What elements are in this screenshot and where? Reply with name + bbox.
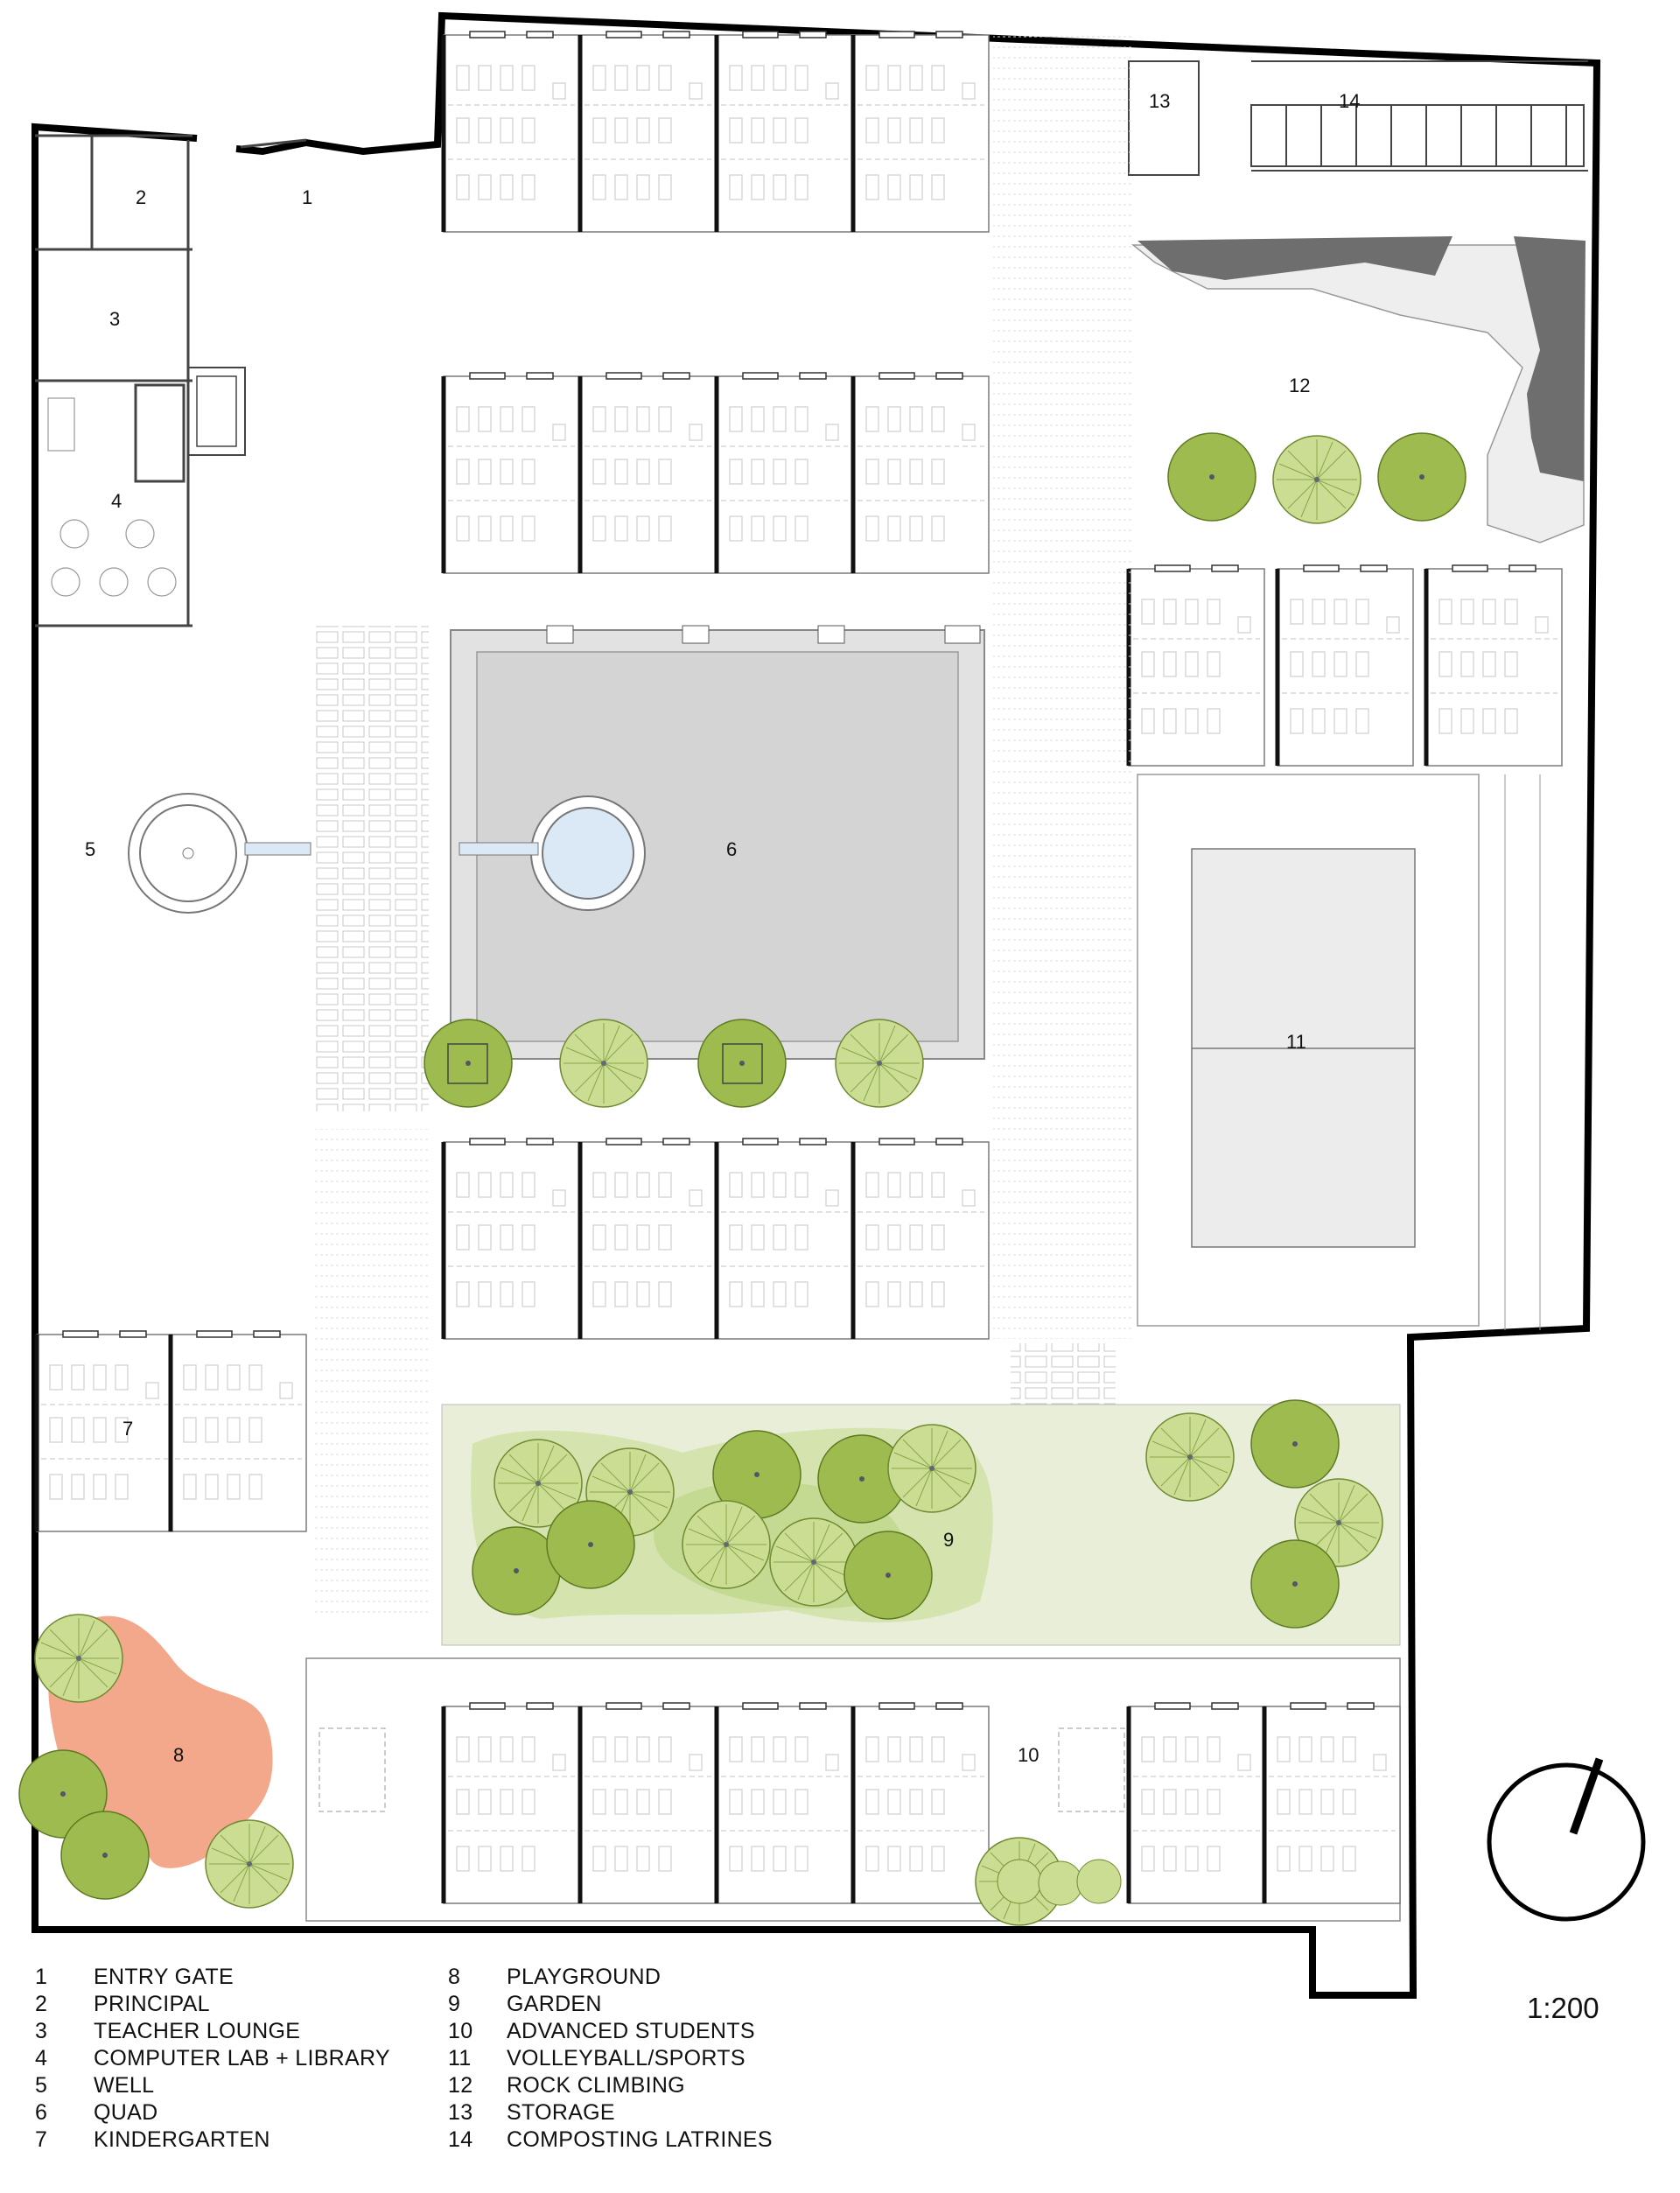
storage-and-latrines xyxy=(1128,60,1588,176)
room-num-3: 3 xyxy=(109,308,120,330)
room-num-5: 5 xyxy=(85,838,95,860)
room-numbers: 1 2 3 4 5 6 7 8 9 10 11 12 13 14 xyxy=(85,90,1360,1766)
room-num-1: 1 xyxy=(302,186,312,208)
rock-climbing-area xyxy=(1130,236,1586,543)
north-arrow-icon xyxy=(1487,1757,1646,1922)
room-num-7: 7 xyxy=(122,1418,133,1440)
quad-trees xyxy=(424,1019,924,1108)
central-classrooms xyxy=(444,1139,989,1339)
quad xyxy=(450,625,985,1060)
room-num-10: 10 xyxy=(1018,1744,1039,1766)
room-num-2: 2 xyxy=(136,186,146,208)
south-classrooms xyxy=(305,1657,1400,1926)
playground xyxy=(18,1614,294,1909)
scale-label: 1:200 xyxy=(1527,1992,1600,2024)
room-num-12: 12 xyxy=(1289,375,1310,396)
well xyxy=(128,793,312,914)
admin-block xyxy=(35,134,246,627)
room-num-14: 14 xyxy=(1339,90,1360,112)
south-small-trees xyxy=(997,1859,1122,1906)
computer-lab-furniture xyxy=(47,397,177,597)
east-classrooms xyxy=(1129,565,1562,766)
south-walkway xyxy=(315,1129,429,1619)
room-num-11: 11 xyxy=(1286,1031,1306,1053)
room-num-9: 9 xyxy=(943,1529,954,1551)
rock-climbing-trees xyxy=(1167,432,1466,524)
room-num-6: 6 xyxy=(726,838,737,860)
east-walkway xyxy=(993,35,1133,1339)
garden xyxy=(441,1399,1401,1646)
north-classrooms xyxy=(444,32,989,573)
kindergarten xyxy=(37,1331,306,1531)
entry-gate-leaf xyxy=(240,138,307,149)
exterior-walls xyxy=(32,11,1601,1999)
room-num-4: 4 xyxy=(111,490,122,512)
west-walkway xyxy=(315,626,429,1111)
room-num-13: 13 xyxy=(1149,90,1170,112)
room-num-8: 8 xyxy=(173,1744,184,1766)
volleyball-court xyxy=(1137,774,1541,1330)
